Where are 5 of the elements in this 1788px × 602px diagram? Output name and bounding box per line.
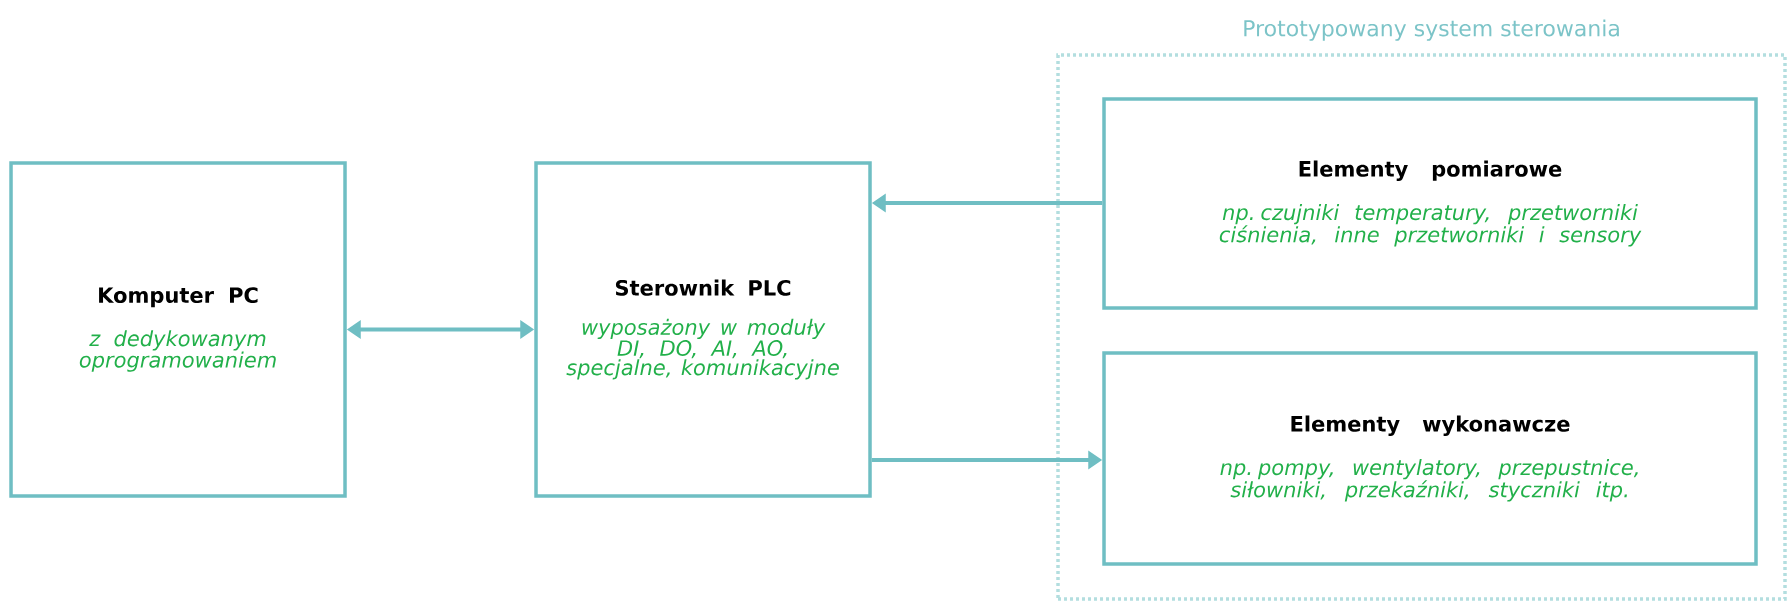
process-box: Sterownik PLC wyposażony w moduły DI, DO, AI, AO, specjalne, komunikacyjne: [534, 161, 872, 498]
process-box: Komputer PC z dedykowanym oprogramowaniem: [9, 161, 347, 498]
node-label: Prototypowany system sterowania: [1244, 19, 1619, 41]
process-box: Elementy wykonawcze np. pompy, wentylatory, przepustnice, siłowniki, przekaźniki, styczniki itp.: [1102, 351, 1758, 566]
process-box: Elementy pomiarowe np. czujniki temperatury, przetworniki ciśnienia, inne przetworniki i sensory: [1102, 97, 1758, 310]
